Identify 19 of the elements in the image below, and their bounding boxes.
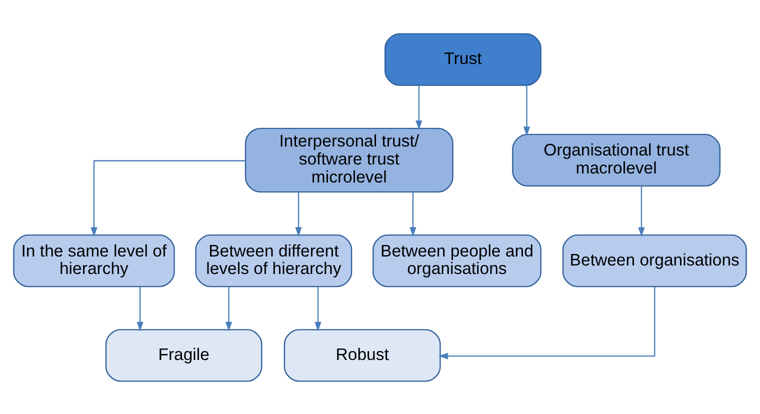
node-box: Between people and organisations <box>372 234 542 287</box>
node-box: Organisational trust macrolevel <box>512 133 721 186</box>
arrow <box>416 84 422 130</box>
node-box: In the same level of hierarchy <box>13 234 175 287</box>
arrow <box>638 186 645 236</box>
arrow <box>314 286 322 331</box>
node-box: Robust <box>284 328 441 382</box>
node-box: Interpersonal trust/ software trust microlevel <box>244 127 454 192</box>
node-box: Between organisations <box>562 234 747 287</box>
arrow <box>438 286 656 359</box>
arrow <box>136 286 144 331</box>
arrow <box>410 192 416 236</box>
node-box: Trust <box>384 32 542 86</box>
node-box: Between different levels of hierarchy <box>195 234 352 287</box>
arrow <box>295 192 302 236</box>
arrow <box>90 160 246 236</box>
node-box: Fragile <box>105 328 262 382</box>
arrow <box>225 286 232 331</box>
arrow <box>523 84 530 136</box>
